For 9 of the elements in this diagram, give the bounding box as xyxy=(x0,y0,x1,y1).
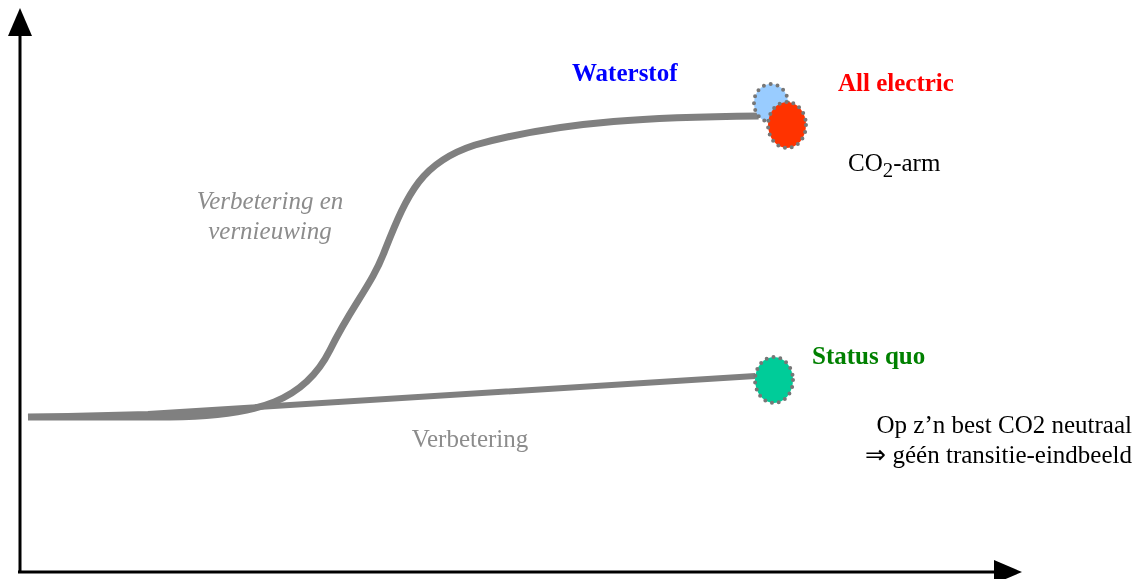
scenario-label: Waterstof xyxy=(572,58,679,88)
edge-label: Verbetering en vernieuwing xyxy=(195,186,345,246)
edge-label: Verbetering xyxy=(410,424,530,454)
scenario-label: Status quo xyxy=(812,341,926,371)
scenario-label: All electric xyxy=(838,68,954,98)
note: Op z’n best CO2 neutraal ⇒ géén transitie-eindbeeld xyxy=(864,410,1132,470)
endpoint-circle xyxy=(768,102,806,148)
endpoint-circle xyxy=(755,357,793,403)
annotation: CO$_{2}$-arm xyxy=(848,148,942,184)
